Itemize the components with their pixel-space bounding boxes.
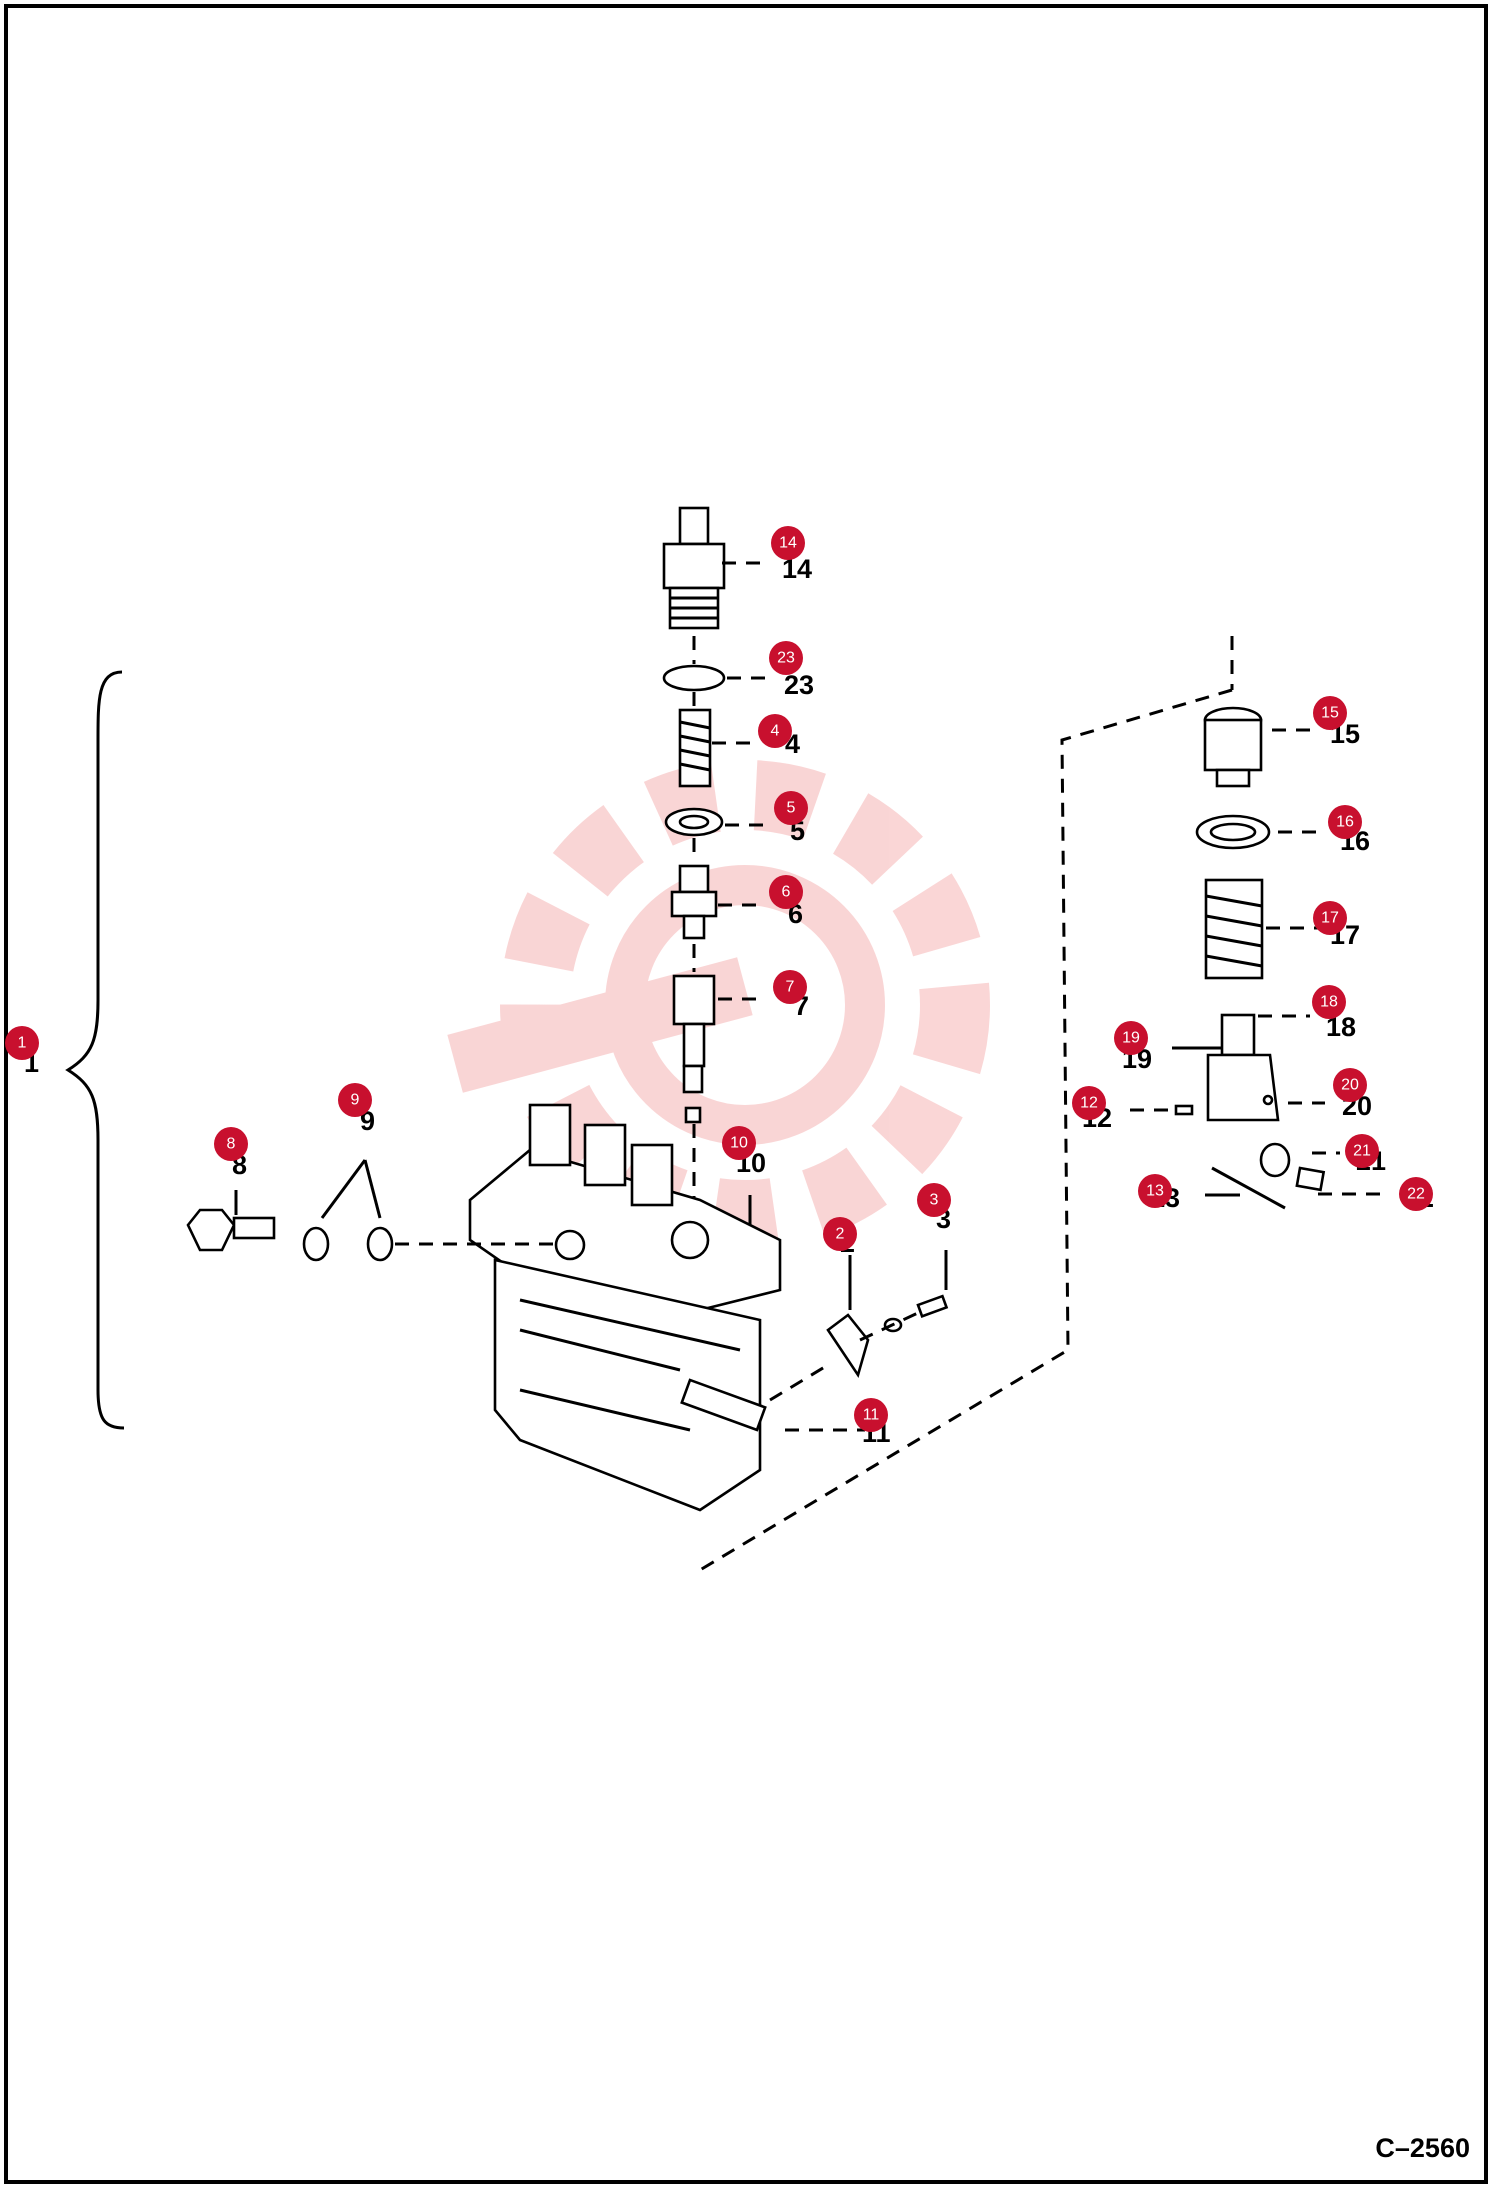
svg-text:13: 13 <box>1146 1183 1164 1200</box>
svg-text:14: 14 <box>779 535 797 552</box>
callout-marker-2[interactable]: 2 <box>823 1217 857 1251</box>
svg-text:19: 19 <box>1122 1030 1140 1047</box>
svg-text:21: 21 <box>1353 1143 1371 1160</box>
callout-marker-12[interactable]: 12 <box>1072 1086 1106 1120</box>
callout-marker-20[interactable]: 20 <box>1333 1068 1367 1102</box>
svg-text:1: 1 <box>18 1035 27 1052</box>
svg-text:15: 15 <box>1321 705 1339 722</box>
callout-marker-7[interactable]: 7 <box>773 970 807 1004</box>
callout-marker-15[interactable]: 15 <box>1313 696 1347 730</box>
callout-marker-14[interactable]: 14 <box>771 526 805 560</box>
callout-marker-18[interactable]: 18 <box>1312 985 1346 1019</box>
callout-number-23: 23 <box>784 670 814 700</box>
callout-marker-11[interactable]: 11 <box>854 1398 888 1432</box>
svg-text:11: 11 <box>863 1407 880 1424</box>
svg-text:7: 7 <box>786 979 795 996</box>
banjo-bolt-group <box>186 1159 560 1262</box>
callout-marker-22[interactable]: 22 <box>1399 1177 1433 1211</box>
svg-text:20: 20 <box>1341 1077 1359 1094</box>
callout-marker-6[interactable]: 6 <box>769 875 803 909</box>
callout-marker-13[interactable]: 13 <box>1138 1174 1172 1208</box>
svg-text:2: 2 <box>836 1226 845 1243</box>
callout-marker-3[interactable]: 3 <box>917 1183 951 1217</box>
callout-marker-1[interactable]: 1 <box>5 1026 39 1060</box>
svg-text:5: 5 <box>787 800 796 817</box>
callout-markers: 1 2 3 4 5 6 7 8 9 10 11 12 13 14 15 16 1… <box>5 526 1433 1432</box>
svg-text:8: 8 <box>227 1136 236 1153</box>
svg-text:16: 16 <box>1336 814 1354 831</box>
callout-marker-21[interactable]: 21 <box>1345 1134 1379 1168</box>
callout-marker-8[interactable]: 8 <box>214 1127 248 1161</box>
delivery-valve-stack <box>662 506 726 1215</box>
leader-lines <box>234 561 1390 1432</box>
callout-marker-9[interactable]: 9 <box>338 1083 372 1117</box>
injection-pump-body <box>468 1103 782 1512</box>
lever-and-bolt <box>769 1294 949 1402</box>
sub-assembly-outline <box>699 636 1234 1572</box>
svg-text:23: 23 <box>777 650 795 667</box>
callout-marker-5[interactable]: 5 <box>774 791 808 825</box>
svg-text:17: 17 <box>1321 910 1339 927</box>
svg-text:4: 4 <box>771 723 780 740</box>
callout-marker-10[interactable]: 10 <box>722 1126 756 1160</box>
callout-marker-16[interactable]: 16 <box>1328 805 1362 839</box>
svg-text:18: 18 <box>1320 994 1338 1011</box>
callout-marker-17[interactable]: 17 <box>1313 901 1347 935</box>
diagram-frame <box>4 4 1488 2184</box>
svg-text:3: 3 <box>930 1192 939 1209</box>
svg-text:22: 22 <box>1407 1186 1425 1203</box>
callout-marker-4[interactable]: 4 <box>758 714 792 748</box>
callout-marker-19[interactable]: 19 <box>1114 1021 1148 1055</box>
assembly-brace <box>65 670 125 1430</box>
svg-text:10: 10 <box>730 1135 748 1152</box>
svg-text:6: 6 <box>782 884 791 901</box>
drawing-code-label: C–2560 <box>1375 2133 1470 2163</box>
callout-marker-23[interactable]: 23 <box>769 641 803 675</box>
svg-text:12: 12 <box>1080 1095 1098 1112</box>
governor-parts-stack <box>1174 706 1326 1210</box>
svg-text:9: 9 <box>351 1092 360 1109</box>
